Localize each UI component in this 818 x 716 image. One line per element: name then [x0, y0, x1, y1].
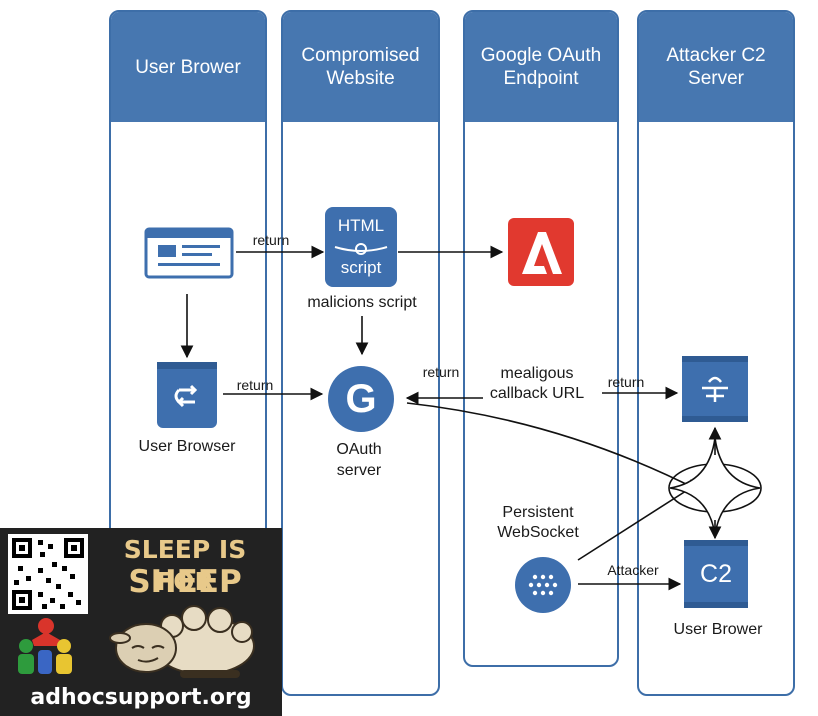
edge-label-attacker: Attacker — [607, 562, 659, 578]
qr-code-icon — [8, 534, 88, 614]
lane-header-google-oauth: Google OAuth Endpoint — [465, 12, 617, 122]
watermark-site: adhocsupport.org — [30, 685, 252, 710]
browser-window-icon — [144, 227, 234, 279]
lane-header-compromised-website: Compromised Website — [283, 12, 438, 122]
edge-label-userbrowser-to-oauth: return — [236, 377, 274, 393]
html-script-line1: HTML — [337, 216, 385, 235]
html-script-icon: HTML script — [325, 207, 397, 287]
google-g-letter: G — [345, 377, 377, 421]
sheep-icon — [100, 604, 260, 682]
edge-websocket-to-star — [577, 481, 701, 561]
c2-box: C2 — [684, 540, 748, 608]
oauth-server-label-line2: server — [336, 462, 382, 479]
google-g-icon: G — [327, 365, 395, 433]
server-sign-icon — [682, 356, 748, 422]
watermark-line2: SHEEP — [128, 564, 242, 600]
lane-header-attacker-c2: Attacker C2 Server — [639, 12, 793, 122]
user-browser-label: User Browser — [138, 438, 236, 455]
watermark-panel: SLEEP IS FOR SHEEP adhocsupport.org — [0, 528, 282, 716]
oauth-server-label-line1: OAuth — [336, 441, 382, 458]
html-script-caption: malicions script — [307, 294, 417, 311]
lane-header-user-browser: User Brower — [111, 12, 265, 122]
edge-oauth-to-c2 — [406, 402, 700, 491]
dots-grid-icon — [514, 556, 572, 614]
edge-label-browser-to-script: return — [252, 232, 290, 248]
c2-box-label: User Brower — [673, 621, 763, 638]
websocket-label-line1: Persistent — [502, 504, 574, 521]
watermark-line1: SLEEP IS FOR — [123, 535, 247, 596]
adobe-a-icon — [508, 218, 574, 286]
lane-compromised-website: Compromised Website — [281, 10, 440, 696]
websocket-label-line2: WebSocket — [497, 524, 579, 541]
callback-label-line2: callback URL — [489, 385, 585, 402]
edge-label-callback-return: return — [607, 374, 645, 390]
edge-label-oauth-return: return — [422, 364, 460, 380]
c2-box-text: C2 — [700, 560, 732, 588]
redirect-arrows-icon — [157, 362, 217, 428]
callback-label-line1: mealigous — [500, 365, 574, 382]
html-script-line2: script — [340, 258, 382, 277]
people-logo-icon — [10, 616, 80, 676]
